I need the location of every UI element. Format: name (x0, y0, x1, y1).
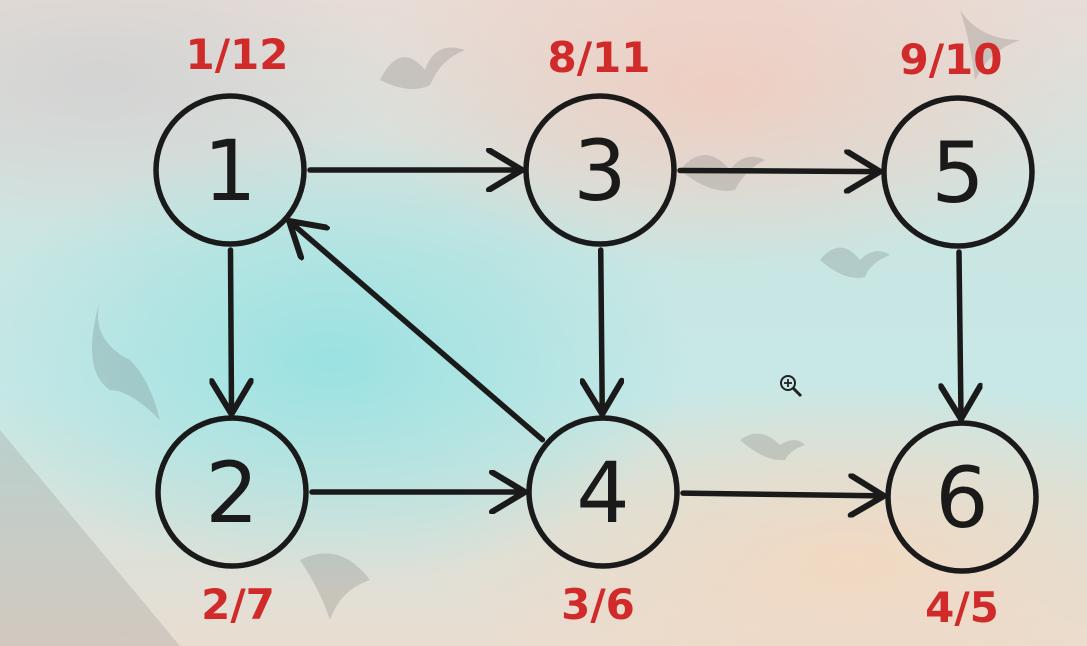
node-2-times: 2/7 (201, 580, 275, 629)
edge-5-to-6 (959, 249, 961, 419)
node-1: 1 (153, 93, 307, 247)
node-3: 3 (523, 93, 677, 247)
edge-4-to-1 (289, 221, 546, 443)
node-2-circle (155, 415, 309, 569)
node-5-circle (881, 95, 1035, 249)
node-6: 6 (885, 420, 1039, 574)
node-5: 5 (881, 95, 1035, 249)
node-4-times: 3/6 (561, 580, 635, 629)
node-4-circle (526, 415, 680, 569)
node-3-label: 3 (573, 122, 626, 220)
node-1-circle (153, 93, 307, 247)
nodes-group: 1 2 3 4 5 6 (153, 93, 1039, 574)
node-4-label: 4 (576, 444, 629, 542)
node-3-times: 8/11 (547, 33, 650, 82)
node-3-circle (523, 93, 677, 247)
edge-3-to-4 (601, 247, 603, 414)
node-2-label: 2 (205, 444, 258, 542)
node-6-times: 4/5 (925, 583, 999, 632)
node-5-times: 9/10 (899, 35, 1002, 84)
edge-1-to-2 (230, 247, 231, 414)
node-4: 4 (526, 415, 680, 569)
edges-group (230, 170, 961, 496)
node-1-times: 1/12 (185, 30, 288, 79)
edge-3-to-5 (677, 170, 880, 171)
node-2: 2 (155, 415, 309, 569)
node-6-label: 6 (935, 449, 988, 547)
zoom-in-icon (780, 375, 803, 398)
edge-4-to-6 (680, 493, 884, 496)
times-group: 1/12 2/7 8/11 3/6 9/10 4/5 (185, 30, 1002, 632)
node-5-label: 5 (931, 124, 984, 222)
node-6-circle (885, 420, 1039, 574)
node-1-label: 1 (203, 122, 256, 220)
